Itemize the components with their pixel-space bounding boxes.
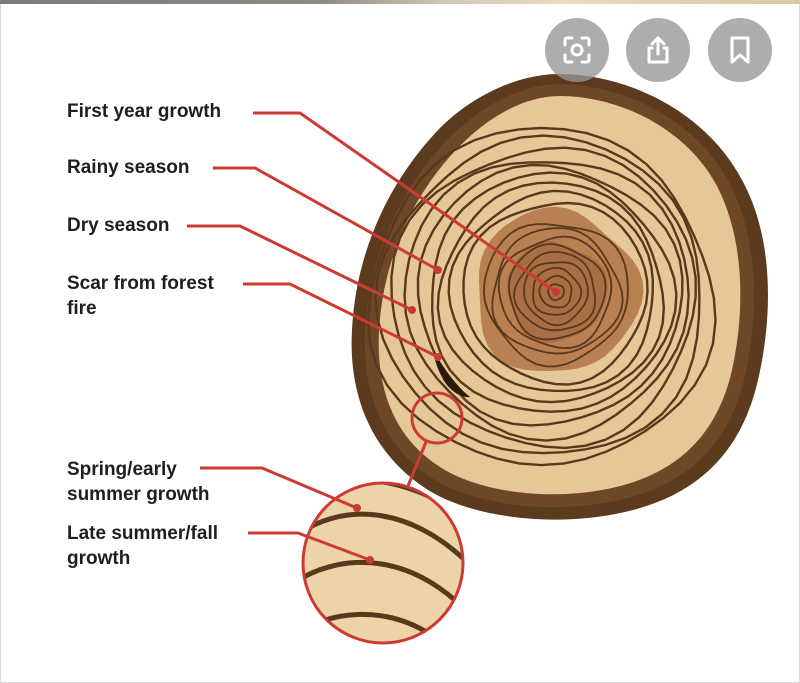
lens-search-button[interactable] [545, 18, 609, 82]
inner-ring [538, 275, 573, 309]
inner-ring [513, 250, 597, 332]
inner-ring [491, 227, 624, 355]
label-rainy-season: Rainy season [67, 157, 190, 178]
leader-dry [187, 224, 413, 312]
share-icon [647, 36, 669, 64]
growth-rings [366, 126, 717, 467]
zoom-connector [406, 441, 428, 487]
top-image-strip [0, 0, 800, 4]
inner-ring [523, 261, 589, 327]
inner-ring [482, 223, 629, 368]
outer-ring [403, 161, 690, 442]
share-button[interactable] [626, 18, 690, 82]
magnified-detail [301, 481, 465, 645]
outer-ring [390, 146, 697, 450]
leader-lines [187, 111, 557, 562]
fire-scar [434, 352, 470, 398]
outer-ring [430, 171, 678, 413]
outer-ring [447, 189, 655, 393]
outer-ring [416, 163, 684, 427]
outer-ring [374, 134, 701, 455]
inner-ring [532, 266, 583, 316]
label-fire-scar: Scar from forest fire [67, 273, 214, 319]
leader-dots [353, 266, 560, 564]
leader-spring [200, 466, 358, 510]
label-first-year-growth: First year growth [67, 101, 222, 122]
bookmark-icon [730, 36, 750, 64]
lens-search-icon [563, 36, 591, 64]
leader-late [248, 531, 371, 562]
outer-ring [462, 201, 649, 386]
label-late-summer-growth: Late summer/fall growth [67, 523, 218, 569]
bookmark-button[interactable] [708, 18, 772, 82]
inner-ring [507, 243, 607, 341]
label-dry-season: Dry season [67, 215, 170, 236]
leader-first-year [253, 111, 557, 294]
leader-rainy [213, 166, 439, 272]
inner-ring [497, 235, 613, 350]
leader-scar [243, 282, 439, 359]
outer-ring [436, 181, 666, 404]
inner-ring [547, 283, 566, 302]
zoom-region-marker [410, 391, 464, 445]
outer-ring [366, 126, 717, 467]
label-spring-growth: Spring/early summer growth [67, 459, 210, 505]
